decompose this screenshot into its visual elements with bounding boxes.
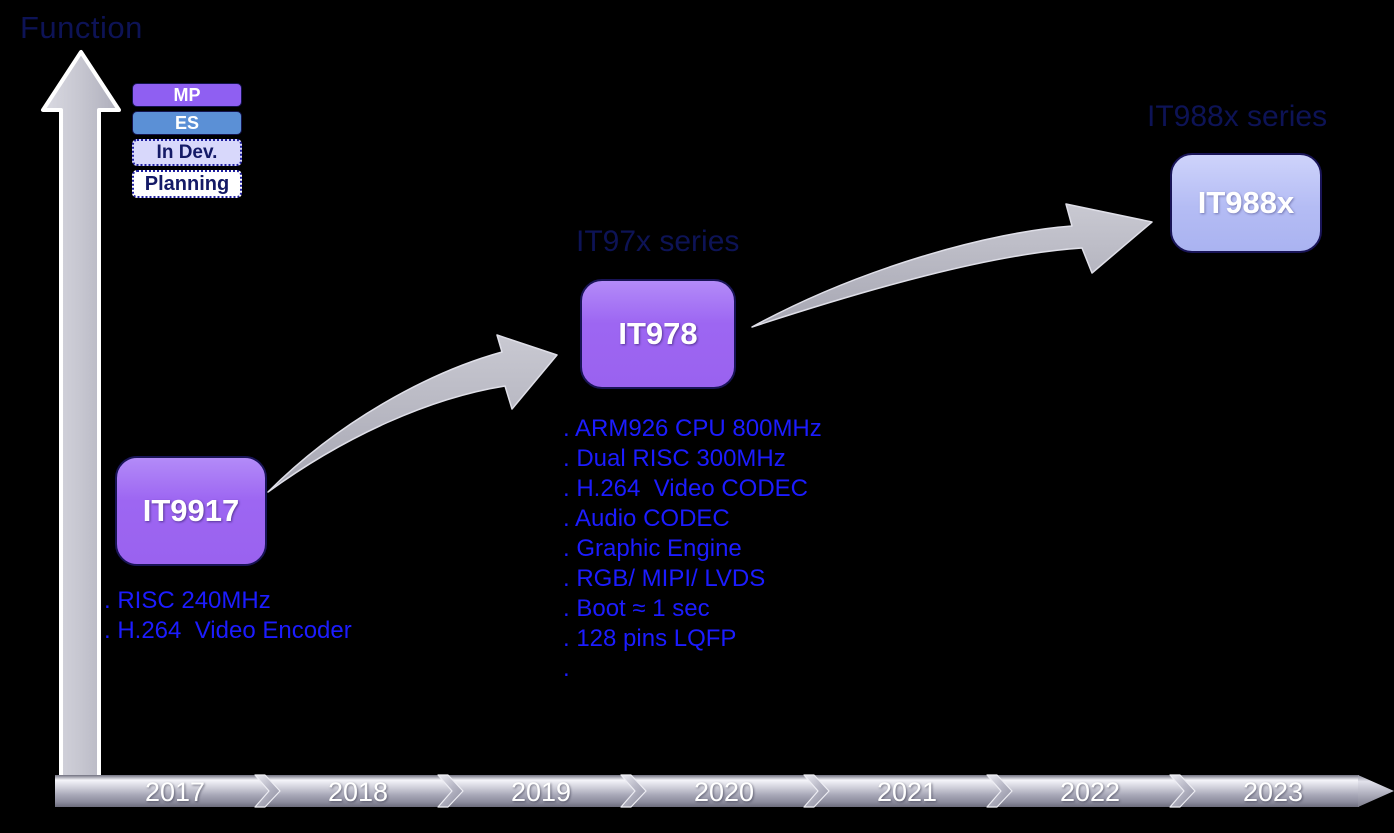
product-box-label: IT9917 (142, 493, 240, 528)
product-box-label: IT988x (1197, 185, 1295, 220)
timeline-arrow-tip-icon (1358, 775, 1394, 807)
chevron-separator-icon (435, 774, 465, 808)
legend: MP ES In Dev. Planning (132, 83, 242, 198)
legend-item-es: ES (132, 111, 242, 135)
feature-list-it9917: . RISC 240MHz . H.264 Video Encoder (104, 586, 352, 646)
legend-item-label: ES (174, 112, 199, 133)
year-label-2018: 2018 (327, 777, 389, 807)
series-label-it97x: IT97x series (576, 225, 740, 258)
legend-item-label: Planning (144, 172, 230, 195)
feature-line: . H.264 Video Encoder (104, 617, 352, 644)
curved-arrow-it9917-to-it978-icon (255, 320, 575, 505)
chevron-separator-icon (801, 774, 831, 808)
product-box-it9917: IT9917 (115, 456, 267, 566)
legend-item-label: In Dev. (156, 141, 218, 163)
product-box-label: IT978 (618, 316, 698, 351)
year-label-2017: 2017 (144, 777, 206, 807)
curved-arrow-it978-to-it988x-icon (740, 190, 1170, 340)
series-label-it988x: IT988x series (1147, 100, 1328, 133)
timeline: 2017 2018 2019 2020 2021 2022 2023 (55, 774, 1394, 808)
feature-line: . H.264 Video CODEC (563, 475, 809, 502)
chevron-separator-icon (984, 774, 1014, 808)
year-label-2021: 2021 (876, 777, 938, 807)
legend-item-mp: MP (132, 83, 242, 107)
chevron-separator-icon (252, 774, 282, 808)
feature-line: . RISC 240MHz (104, 587, 271, 614)
feature-line: . Graphic Engine (563, 535, 742, 562)
year-label-2019: 2019 (510, 777, 572, 807)
product-box-it988x: IT988x (1170, 153, 1322, 253)
chevron-separator-icon (618, 774, 648, 808)
function-axis-label: Function (20, 10, 143, 45)
chevron-separator-icon (1167, 774, 1197, 808)
feature-line: . Boot ≈ 1 sec (563, 595, 710, 622)
legend-item-label: MP (173, 84, 201, 105)
feature-line: . 128 pins LQFP (563, 625, 737, 652)
feature-list-it978: . ARM926 CPU 800MHz . Dual RISC 300MHz .… (563, 414, 822, 684)
feature-line: . Audio CODEC (563, 505, 730, 532)
product-box-it978: IT978 (580, 279, 736, 389)
function-axis-up-arrow-icon (34, 44, 130, 800)
feature-line: . (563, 655, 570, 682)
feature-line: . Dual RISC 300MHz (563, 445, 786, 472)
feature-line: . RGB/ MIPI/ LVDS (563, 565, 766, 592)
year-label-2022: 2022 (1059, 777, 1121, 807)
year-label-2020: 2020 (693, 777, 755, 807)
year-label-2023: 2023 (1242, 777, 1304, 807)
feature-line: . ARM926 CPU 800MHz (563, 415, 822, 442)
legend-item-planning: Planning (132, 170, 242, 198)
legend-item-in-dev: In Dev. (132, 139, 242, 166)
